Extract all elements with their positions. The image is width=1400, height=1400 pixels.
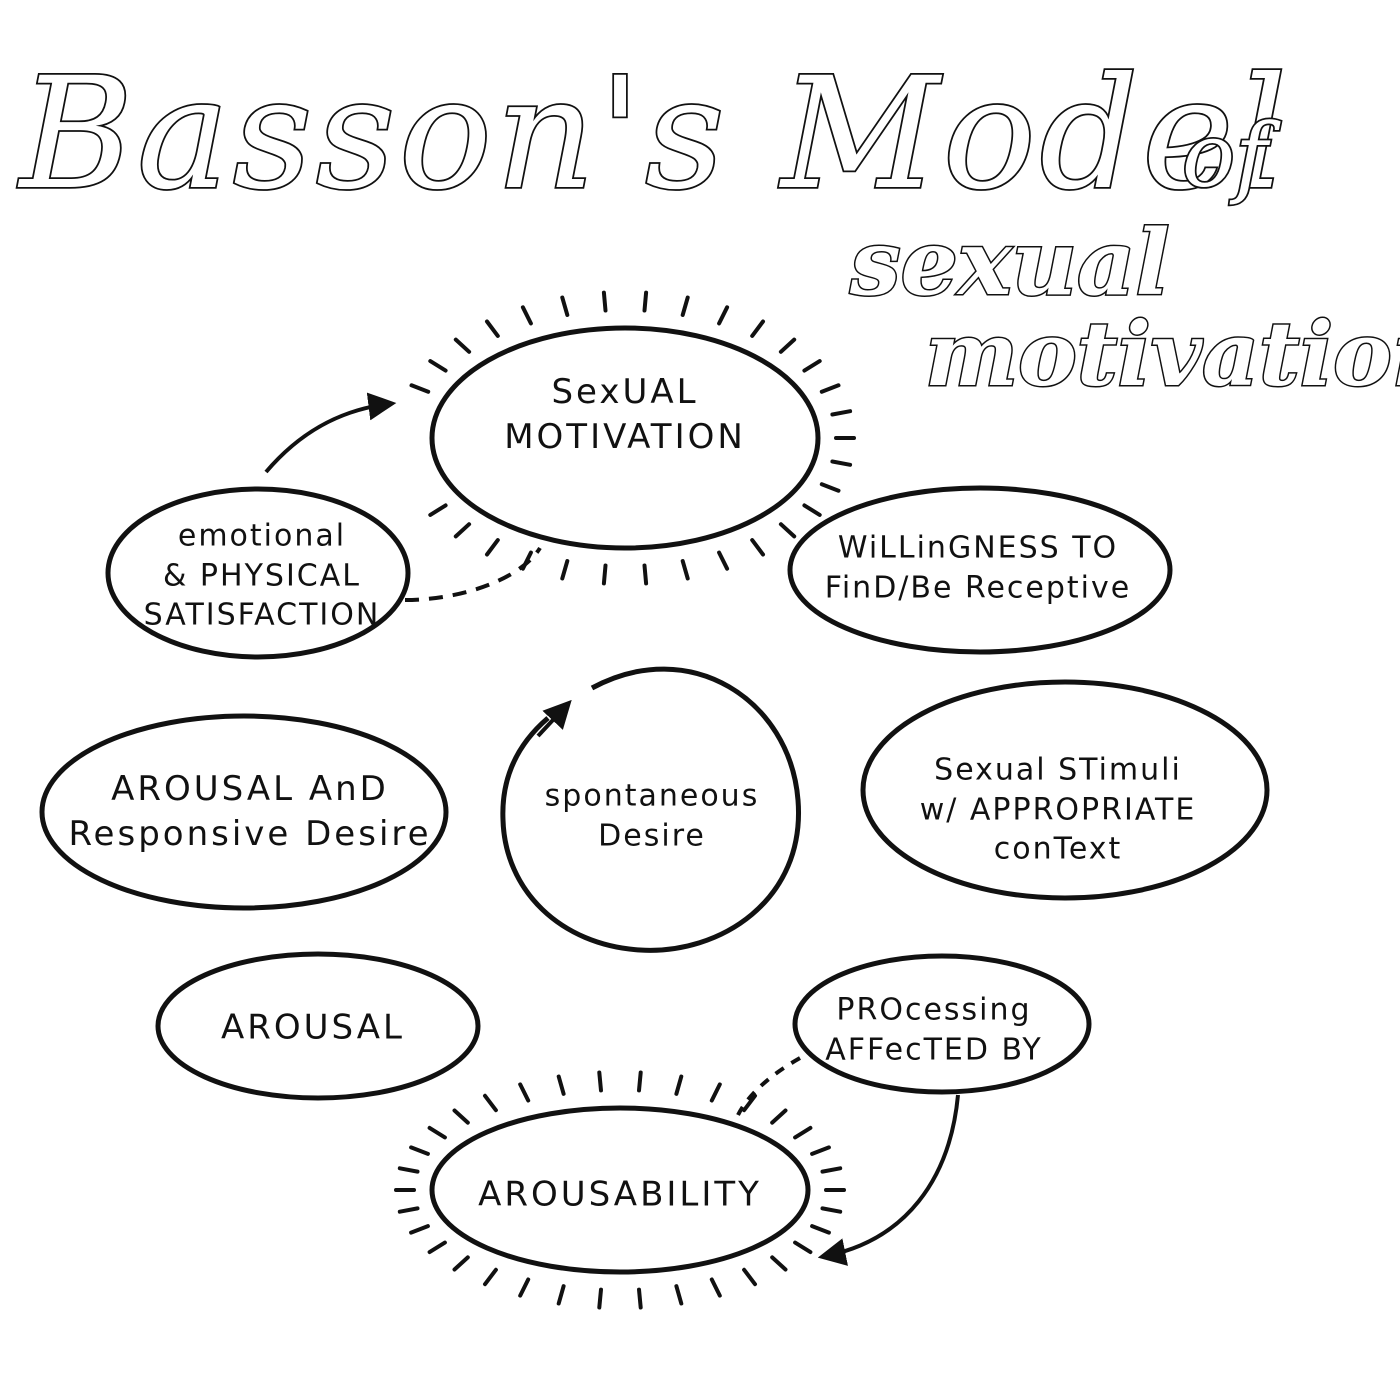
halo-tick [742,1267,757,1287]
halo-tick [642,563,649,586]
halo-tick [680,559,690,581]
halo-tick [674,1074,684,1096]
halo-tick [452,1255,470,1272]
arousal-responsive-label: AROUSAL AnD Responsive Desire [68,769,432,854]
halo-tick [601,563,608,586]
halo-tick [820,1206,843,1214]
halo-tick [483,1093,498,1113]
halo-tick [770,1108,788,1125]
halo-tick [750,319,765,338]
halo-tick [409,1145,430,1156]
halo-tick [452,1108,470,1125]
processing-oval [792,953,1092,1095]
halo-tick [397,1206,420,1214]
willingness-label: WiLLinGNESS TO FinD/Be Receptive [824,530,1132,605]
arousability-label: AROUSABILITY [478,1174,762,1215]
halo-tick [742,1093,757,1113]
halo-tick [485,538,500,557]
halo-tick [810,1145,831,1156]
sexual-motivation-label: SexUAL MOTIVATION [504,372,746,457]
halo-tick [427,1125,447,1140]
halo-tick [637,1070,643,1093]
halo-tick [778,337,797,354]
arrow-processing-to-arousability [817,1094,960,1266]
halo-tick [556,1074,566,1096]
halo-tick [520,305,533,326]
arousability-halo [394,1070,846,1310]
sexual-stimuli-label: Sexual STimuli w/ APPROPRIATE conText [919,752,1197,867]
title-line-sexual: sexual [849,210,1172,316]
arousal-oval [155,951,481,1101]
title-line-motivation: motivation [924,302,1400,406]
dashed-link-satisfaction-motivation [404,546,542,602]
spontaneous-desire-label: spontaneous Desire [544,778,760,853]
halo-tick [820,1166,843,1174]
halo-tick [453,337,472,354]
halo-tick [830,409,853,417]
halo-tick [409,1224,430,1235]
halo-tick [597,1070,603,1093]
dashed-link-processing-arousability [736,1056,801,1116]
halo-tick [483,1267,498,1287]
halo-tick [709,1277,722,1298]
halo-tick [642,290,649,313]
halo-tick [793,1240,813,1255]
emotional-satisfaction-label: emotional & PHYSICAL SATISFACTION [143,518,381,633]
halo-tick [428,359,448,373]
spontaneous-desire-circle [500,666,801,953]
halo-tick [778,522,797,539]
halo-tick [810,1224,831,1235]
halo-tick [717,305,730,326]
halo-tick [397,1166,420,1174]
halo-tick [830,459,853,467]
halo-tick [485,319,500,338]
willingness-oval [787,485,1173,655]
title-of: of [1180,104,1269,207]
arousal-responsive-oval [39,713,449,911]
halo-tick [750,538,765,557]
sexual-motivation-oval [429,325,821,551]
arousal-label: AROUSAL [221,1007,405,1048]
arrow-satisfaction-to-motivation [264,392,397,474]
halo-tick [793,1125,813,1140]
halo-tick [597,1287,603,1310]
halo-tick [802,359,822,373]
emotional-satisfaction-oval [105,486,411,660]
halo-tick [560,559,570,581]
spontaneous-desire-arrowhead [536,699,572,738]
halo-tick [409,383,431,394]
halo-tick [637,1287,643,1310]
halo-tick [680,295,690,317]
halo-tick [709,1082,722,1103]
halo-tick [770,1255,788,1272]
sexual-stimuli-oval [860,679,1270,901]
halo-tick [518,1082,531,1103]
halo-tick [427,1240,447,1255]
halo-tick [453,522,472,539]
processing-label: PROcessing AFFecTED BY [825,992,1043,1067]
arousability-oval [429,1105,811,1275]
halo-tick [560,295,570,317]
halo-tick [428,503,448,517]
title-main: Basson's Model [18,45,1291,224]
halo-tick [819,383,841,394]
halo-tick [819,482,841,493]
sexual-motivation-halo [409,290,856,586]
halo-tick [674,1284,684,1306]
halo-tick [601,290,608,313]
halo-tick [518,1277,531,1298]
halo-tick [556,1284,566,1306]
halo-tick [802,503,822,517]
halo-tick [717,550,730,571]
